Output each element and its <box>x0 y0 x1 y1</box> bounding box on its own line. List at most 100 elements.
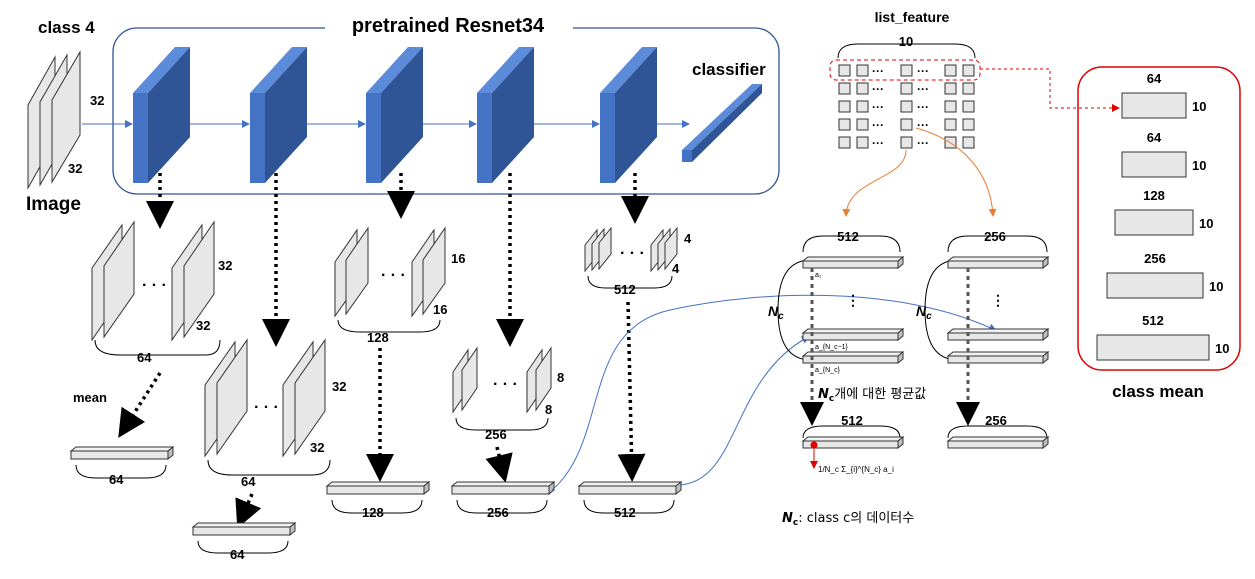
stage4-mean-arrow <box>485 446 513 483</box>
stage2-vector-brace <box>197 540 289 554</box>
backbone-title: pretrained Resnet34 <box>352 15 545 37</box>
grid-cell <box>900 64 913 77</box>
grid-ellipsis: ··· <box>917 136 929 150</box>
conv-block-4 <box>477 47 534 183</box>
stage4-brace <box>455 417 549 431</box>
grid-cell <box>856 64 869 77</box>
stage4-ellipsis: · · · <box>493 376 518 393</box>
stage4-feature-maps <box>452 346 552 414</box>
stage1-size-h: 32 <box>196 318 210 333</box>
detail-512-nc-brace <box>777 259 812 361</box>
stage2-brace <box>207 459 331 476</box>
image-dim-w: 32 <box>90 93 104 108</box>
image-label: Image <box>26 194 81 215</box>
grid-ellipsis: ··· <box>872 118 884 132</box>
backbone-frame <box>112 27 780 195</box>
grid-ellipsis: ··· <box>872 64 884 78</box>
stage3-ellipsis: · · · <box>381 267 406 284</box>
stage5-brace <box>587 275 673 289</box>
grid-ellipsis: ··· <box>917 82 929 96</box>
list-feature-grid: ······························ <box>838 64 975 150</box>
vector512-to-list-arrow <box>679 336 810 486</box>
class-mean-box <box>1121 151 1187 178</box>
result-512-brace <box>802 425 901 439</box>
stage2-feature-maps <box>204 338 326 458</box>
stage2-mean-arrow <box>235 493 262 529</box>
stage1-vector-brace <box>75 464 167 479</box>
stage3-size-w: 16 <box>451 251 465 266</box>
mean-label: mean <box>73 390 107 405</box>
conv-block-1 <box>133 47 190 183</box>
stage1-depth: 64 <box>137 350 152 365</box>
highlight-to-class-mean-arrow <box>980 68 1120 112</box>
image-dim-h: 32 <box>68 161 82 176</box>
conv-block-3 <box>366 47 423 183</box>
stage2-ellipsis: · · · <box>254 399 279 416</box>
detail-512-brace <box>802 235 901 253</box>
result-512-vector <box>801 435 905 450</box>
detail-512-vdots: ⋮ <box>846 292 860 308</box>
grid-cell <box>900 100 913 113</box>
grid-ellipsis: ··· <box>872 136 884 150</box>
grid-ellipsis: ··· <box>917 100 929 114</box>
backbone-title-bg <box>325 12 573 40</box>
stage3-brace <box>337 319 441 333</box>
conv-block-5 <box>600 47 657 183</box>
input-image-stack <box>27 50 81 190</box>
stage5-size-h: 4 <box>672 261 680 276</box>
grid-cell <box>962 64 975 77</box>
stage2-depth: 64 <box>241 474 256 489</box>
class-mean-dim: 256 <box>1144 251 1166 266</box>
detail-256-brace <box>947 235 1048 253</box>
stage5-vector-brace <box>583 499 675 514</box>
grid-cell <box>900 118 913 131</box>
grid-cell <box>838 82 851 95</box>
grid-cell <box>838 118 851 131</box>
class-mean-count: 10 <box>1192 99 1206 114</box>
class-mean-count: 10 <box>1215 341 1229 356</box>
stage1-feature-maps <box>91 220 215 342</box>
class-mean-dim: 64 <box>1147 130 1162 145</box>
result-512-dim: 512 <box>841 413 863 428</box>
avg-caption: Nc개에 대한 평균값 <box>818 387 926 404</box>
stage3-vector-brace <box>331 499 423 514</box>
stage5-vector-dim: 512 <box>614 505 636 520</box>
grid-to-512-list-arrow <box>842 149 907 217</box>
stage2-size-w: 32 <box>332 379 346 394</box>
alpha-nc-minus-1: a_{N_c−1} <box>815 344 849 351</box>
stage1-vector-dim: 64 <box>109 472 124 487</box>
stage4-vector <box>450 480 556 496</box>
class-mean-box <box>1106 272 1204 299</box>
stage4-vector-brace <box>456 499 548 514</box>
stage2-vector <box>191 521 297 537</box>
grid-cell <box>962 82 975 95</box>
grid-cell <box>944 118 957 131</box>
grid-cell <box>838 64 851 77</box>
class-mean-box <box>1121 92 1187 119</box>
grid-cell <box>962 100 975 113</box>
stage4-size-h: 8 <box>545 402 552 417</box>
stage5-ellipsis: · · · <box>620 245 645 262</box>
stage3-vector <box>325 480 431 496</box>
stage5-depth: 512 <box>614 282 636 297</box>
class-mean-panel <box>1077 66 1241 371</box>
stage4-vector-dim: 256 <box>487 505 509 520</box>
list-feature-highlight <box>829 59 981 81</box>
stage1-size-w: 32 <box>218 258 232 273</box>
grid-ellipsis: ··· <box>917 118 929 132</box>
class-mean-box <box>1114 209 1194 236</box>
result-marker <box>810 441 818 449</box>
detail-256-vdots: ⋮ <box>991 292 1005 308</box>
grid-ellipsis: ··· <box>917 64 929 78</box>
grid-ellipsis: ··· <box>872 82 884 96</box>
grid-cell <box>962 118 975 131</box>
stage5-size-w: 4 <box>684 231 692 246</box>
list-feature-width: 10 <box>899 34 913 49</box>
grid-to-256-list-arrow <box>915 127 997 217</box>
detail-256-dim: 256 <box>984 229 1006 244</box>
footnote: Nc: class c의 데이터수 <box>782 511 914 528</box>
stage1-ellipsis: · · · <box>142 277 167 294</box>
class-mean-count: 10 <box>1209 279 1223 294</box>
